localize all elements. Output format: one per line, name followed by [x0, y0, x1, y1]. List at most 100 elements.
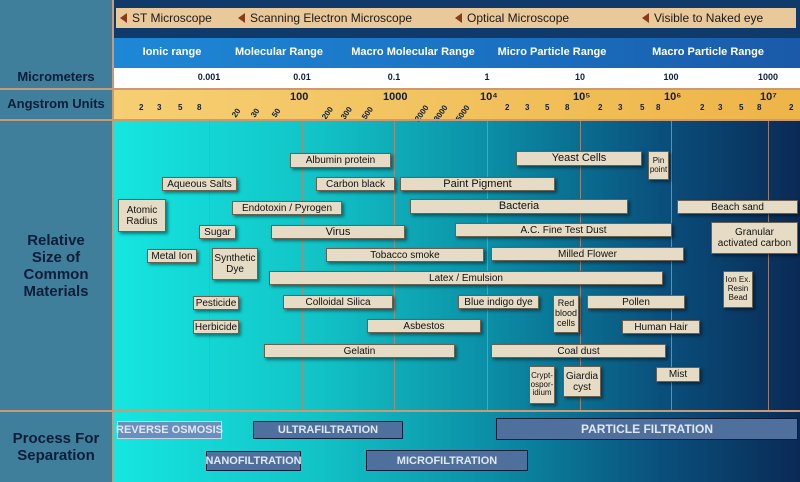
- process-ultrafiltration: ULTRAFILTRATION: [253, 421, 403, 439]
- micrometer-tick: 100: [663, 72, 679, 82]
- process-nanofiltration: NANOFILTRATION: [205, 451, 302, 471]
- arrow-left-icon: [455, 13, 462, 23]
- material-herbicide: Herbicide: [193, 320, 239, 334]
- material-giardia-cyst: Giardia cyst: [563, 366, 601, 397]
- material-milled-flower: Milled Flower: [491, 247, 684, 261]
- angstrom-minor-tick: 5: [739, 103, 744, 112]
- decade-gridline: [209, 120, 210, 412]
- material-granular-activated-carbon: Granular activated carbon: [711, 222, 798, 254]
- material-carbon-black: Carbon black: [316, 177, 395, 191]
- material-asbestos: Asbestos: [367, 319, 481, 333]
- material-pin-point: Pin point: [648, 151, 669, 180]
- material-aqueous-salts: Aqueous Salts: [162, 177, 237, 191]
- angstrom-minor-tick: 2: [700, 103, 705, 112]
- microscope-naked-eye: Visible to Naked eye: [642, 8, 763, 28]
- micrometer-tick: 0.001: [197, 72, 221, 82]
- range-macro-molecular: Macro Molecular Range: [351, 46, 475, 58]
- material-atomic-radius: Atomic Radius: [118, 199, 166, 232]
- material-cryptosporidium: Crypt- ospor- idium: [529, 366, 555, 404]
- angstrom-major-tick: 10⁴: [480, 91, 498, 103]
- arrow-left-icon: [238, 13, 245, 23]
- decade-gridline: [768, 120, 769, 412]
- process-line-2: Separation: [17, 447, 95, 464]
- angstrom-minor-tick: 8: [656, 103, 661, 112]
- row-divider: [0, 410, 800, 412]
- decade-gridline: [671, 120, 672, 412]
- micrometer-tick: 0.01: [293, 72, 311, 82]
- micrometer-tick: 0.1: [387, 72, 401, 82]
- micrometer-band: [112, 68, 800, 88]
- angstrom-minor-tick: 3: [525, 103, 530, 112]
- row-divider: [0, 88, 800, 90]
- materials-line-3: Common: [23, 266, 89, 283]
- row-divider: [0, 119, 800, 121]
- material-synthetic-dye: Synthetic Dye: [212, 248, 258, 280]
- column-divider: [112, 0, 114, 482]
- range-band: [112, 38, 800, 68]
- microscope-optical: Optical Microscope: [455, 8, 569, 28]
- microscope-sem: Scanning Electron Microscope: [238, 8, 412, 28]
- material-latex-emulsion: Latex / Emulsion: [269, 271, 663, 285]
- row-label-materials: Relative Size of Common Materials: [0, 120, 112, 412]
- material-tobacco-smoke: Tobacco smoke: [326, 248, 484, 262]
- material-red-blood-cells: Red blood cells: [553, 295, 579, 333]
- angstrom-minor-tick: 2: [598, 103, 603, 112]
- row-label-panel: [0, 0, 112, 482]
- angstrom-minor-tick: 5: [640, 103, 645, 112]
- materials-line-1: Relative: [27, 231, 85, 249]
- angstrom-major-tick: 10⁵: [573, 91, 591, 103]
- range-molecular: Molecular Range: [234, 46, 324, 58]
- material-albumin-protein: Albumin protein: [290, 153, 391, 168]
- row-label-process: Process For Separation: [0, 412, 112, 482]
- materials-line-2: Size of: [31, 248, 81, 266]
- material-blue-indigo-dye: Blue indigo dye: [458, 295, 539, 309]
- micrometer-tick: 1: [484, 72, 490, 82]
- material-paint-pigment: Paint Pigment: [400, 177, 555, 191]
- angstrom-minor-tick: 3: [157, 103, 162, 112]
- angstrom-minor-tick: 2: [139, 103, 144, 112]
- material-ion-exchange-resin-bead: Ion Ex. Resin Bead: [723, 271, 753, 308]
- angstrom-minor-tick: 3: [618, 103, 623, 112]
- arrow-left-icon: [120, 13, 127, 23]
- decade-gridline: [394, 120, 395, 412]
- range-macro-particle: Macro Particle Range: [652, 46, 764, 58]
- angstrom-major-tick: 100: [290, 91, 309, 103]
- angstrom-minor-tick: 2: [789, 103, 794, 112]
- process-particle-filtration: PARTICLE FILTRATION: [496, 418, 798, 440]
- angstrom-minor-tick: 3: [718, 103, 723, 112]
- process-microfiltration: MICROFILTRATION: [366, 450, 528, 471]
- micrometer-tick: 1000: [757, 72, 779, 82]
- micrometer-tick: 10: [574, 72, 586, 82]
- row-label-micrometers: Micrometers: [17, 68, 95, 84]
- material-beach-sand: Beach sand: [677, 200, 798, 214]
- angstrom-major-tick: 10⁷: [760, 91, 777, 103]
- material-yeast-cells: Yeast Cells: [516, 151, 642, 166]
- materials-line-4: Materials: [23, 283, 89, 301]
- angstrom-minor-tick: 2: [505, 103, 510, 112]
- decade-gridline: [302, 120, 303, 412]
- angstrom-major-tick: 1000: [383, 91, 408, 103]
- microscope-st: ST Microscope: [120, 8, 212, 28]
- decade-gridline: [487, 120, 488, 412]
- process-line-1: Process For: [12, 429, 100, 447]
- material-pollen: Pollen: [587, 295, 685, 309]
- angstrom-minor-tick: 8: [757, 103, 762, 112]
- range-micro-particle: Micro Particle Range: [497, 46, 607, 58]
- angstrom-major-tick: 10⁶: [664, 91, 682, 103]
- process-reverse-osmosis: REVERSE OSMOSIS: [116, 421, 223, 439]
- material-bacteria: Bacteria: [410, 199, 628, 214]
- angstrom-minor-tick: 5: [545, 103, 550, 112]
- material-colloidal-silica: Colloidal Silica: [283, 295, 393, 309]
- row-label-angstrom: Angstrom Units: [7, 95, 105, 111]
- angstrom-minor-tick: 5: [178, 103, 183, 112]
- material-endotoxin-pyrogen: Endotoxin / Pyrogen: [232, 201, 342, 215]
- material-gelatin: Gelatin: [264, 344, 455, 358]
- material-human-hair: Human Hair: [622, 320, 700, 334]
- material-coal-dust: Coal dust: [491, 344, 666, 358]
- material-mist: Mist: [656, 367, 700, 382]
- material-sugar: Sugar: [199, 225, 236, 239]
- material-pesticide: Pesticide: [193, 296, 239, 310]
- angstrom-minor-tick: 8: [565, 103, 570, 112]
- angstrom-band: [112, 88, 800, 120]
